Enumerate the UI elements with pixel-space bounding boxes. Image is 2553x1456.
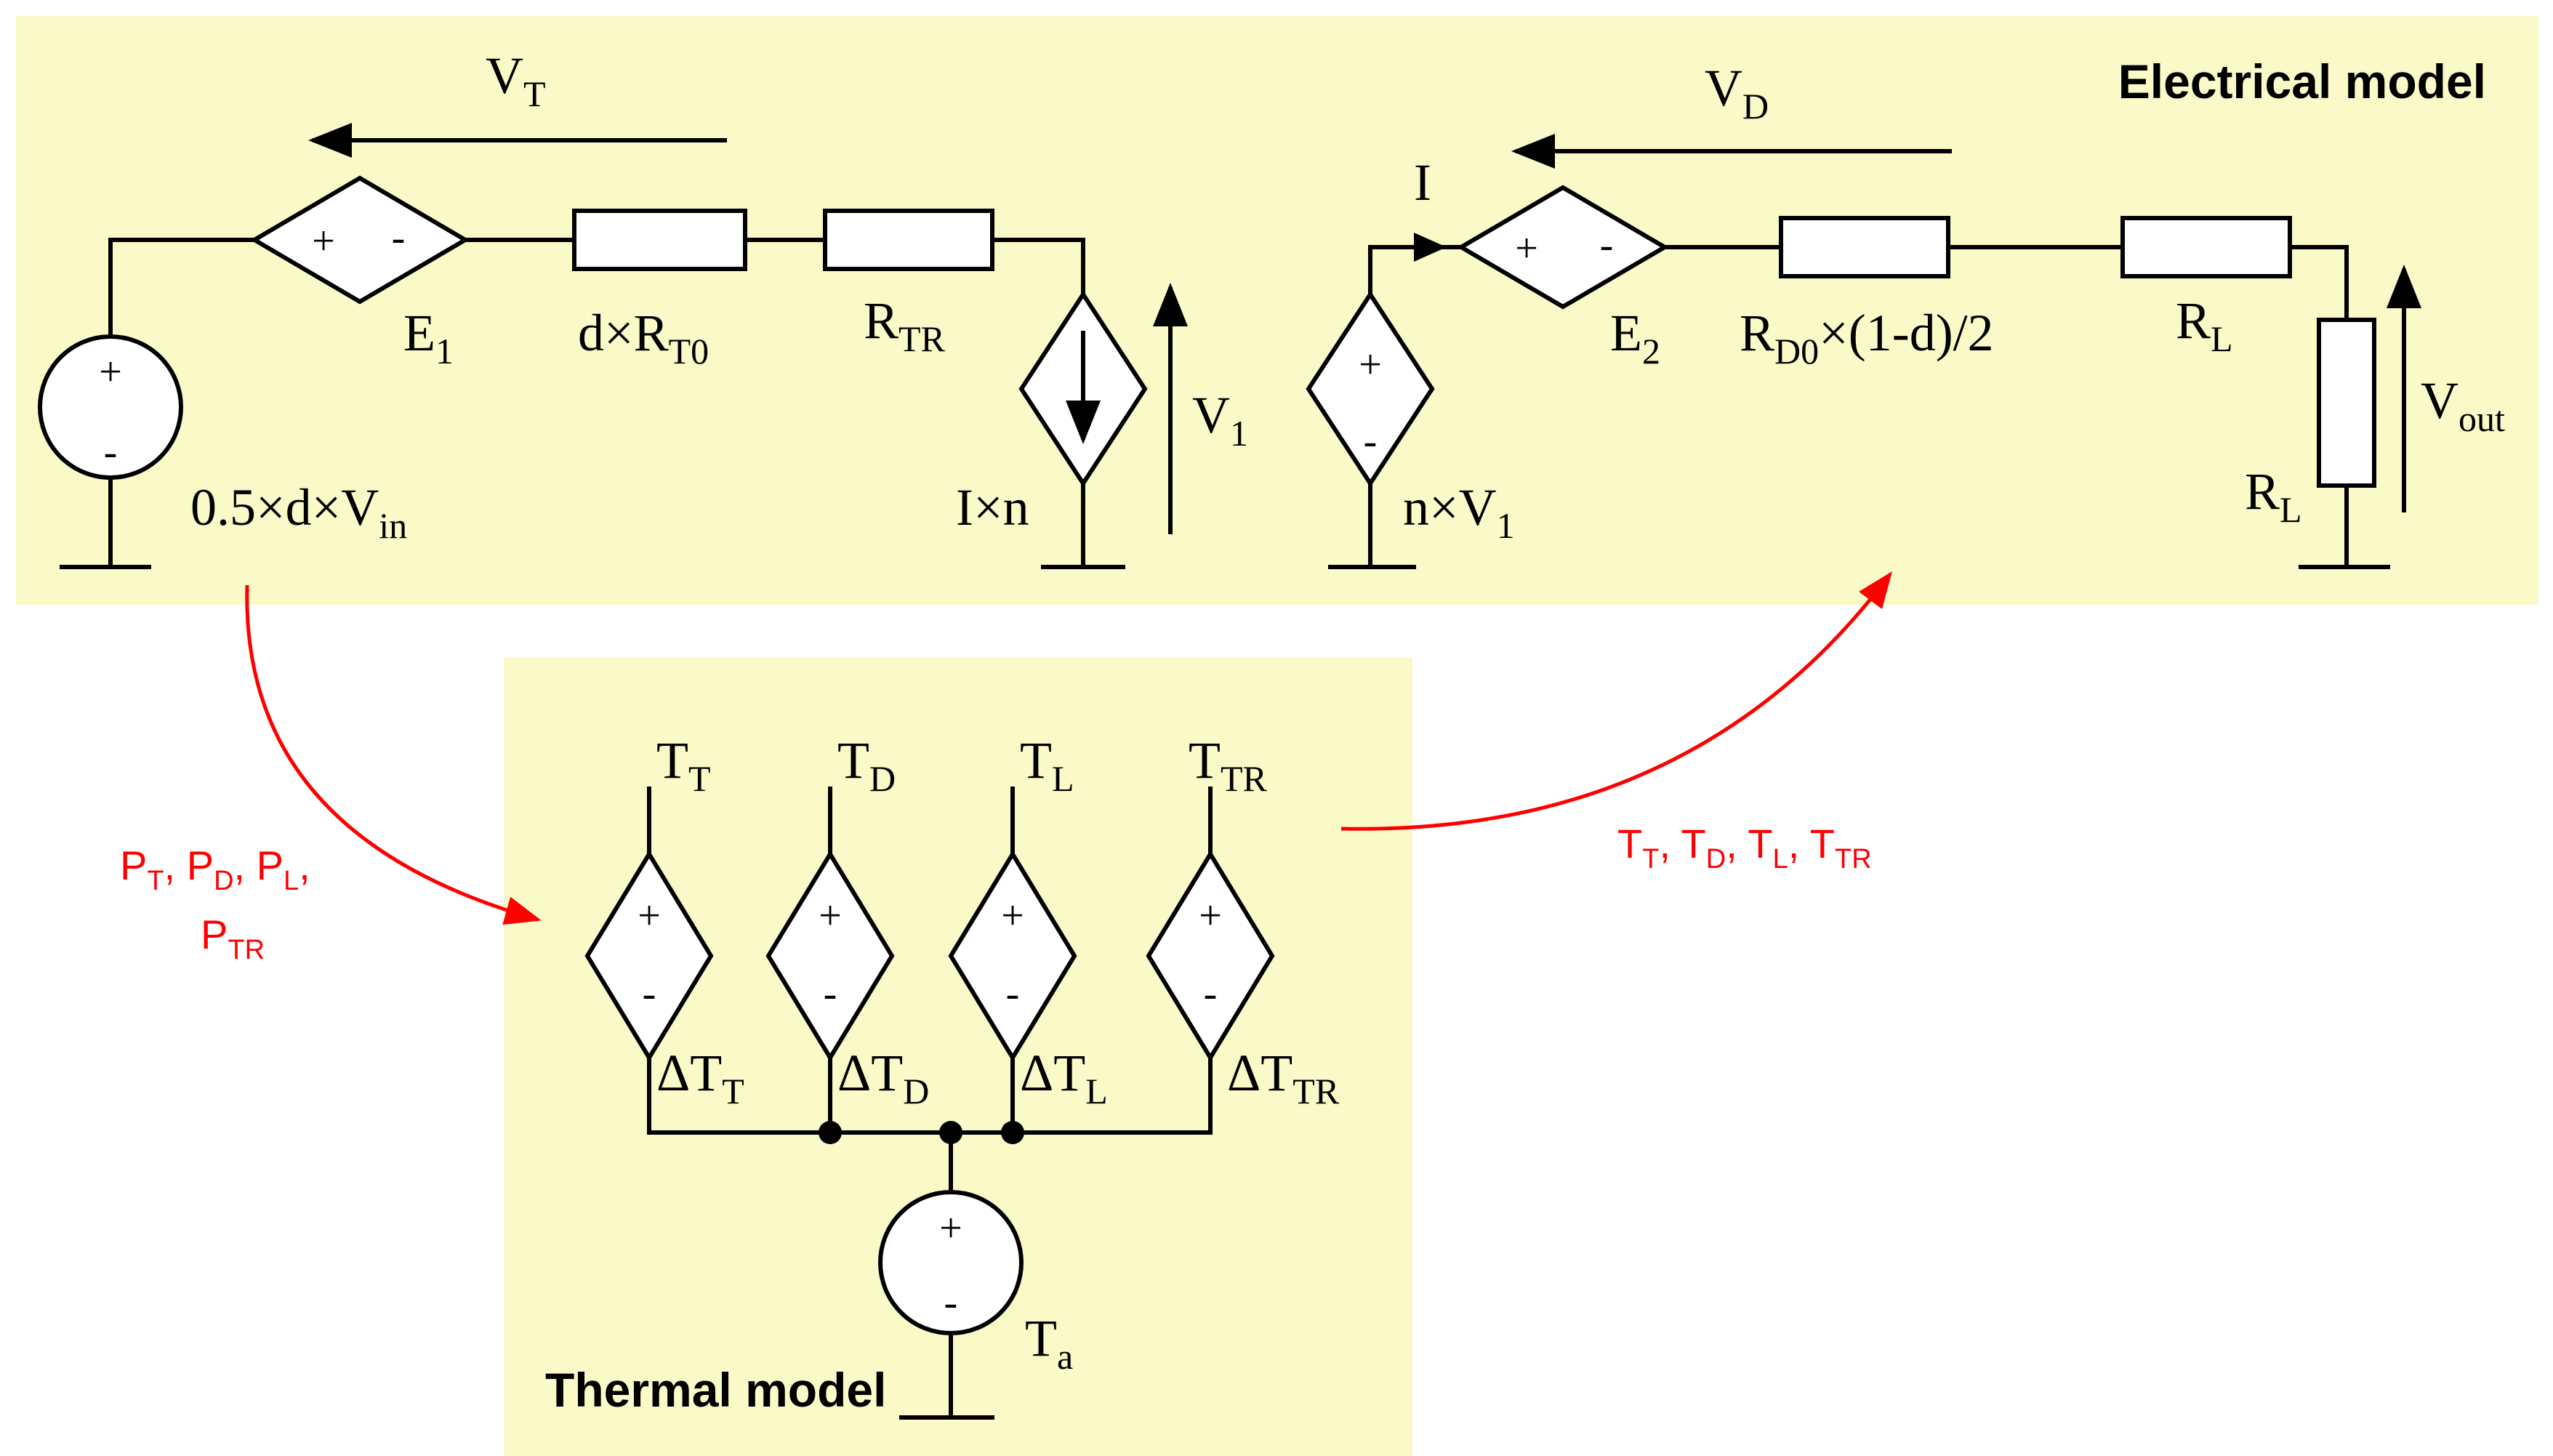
electrical-model-title: Electrical model	[2118, 55, 2486, 108]
i-times-n-label: I×n	[956, 478, 1029, 536]
t-label-4: TTR	[1189, 731, 1268, 799]
resistor-rd0	[1779, 216, 1950, 278]
power-flow-arrow	[245, 584, 542, 925]
thermal-minus-4: -	[1204, 971, 1218, 1016]
nv1-minus-sign: -	[1364, 419, 1378, 464]
rd0-label: RD0×(1-d)/2	[1740, 304, 1994, 371]
current-i-arrowhead	[1414, 233, 1447, 262]
power-labels-line2: PTR	[201, 912, 265, 965]
thermal-plus-4: +	[1199, 893, 1222, 938]
nv1-plus-sign: +	[1359, 342, 1382, 387]
electrical-model-panel	[16, 16, 2538, 605]
resistor-rt0	[572, 209, 747, 271]
rtr-label: RTR	[864, 291, 946, 359]
e2-label: E2	[1610, 304, 1660, 371]
junction-dot-3	[1001, 1121, 1024, 1144]
ambient-plus-sign: +	[939, 1206, 962, 1251]
resistor-rl-series	[2120, 216, 2292, 278]
e1-plus-sign: +	[312, 219, 335, 264]
ambient-minus-sign: -	[944, 1280, 958, 1325]
rl-series-label: RL	[2176, 291, 2233, 359]
t-label-2: TD	[837, 731, 896, 799]
ta-label: Ta	[1025, 1309, 1073, 1377]
thermal-plus-2: +	[819, 893, 842, 938]
thermal-minus-1: -	[643, 971, 656, 1016]
source-plus-sign: +	[99, 350, 122, 395]
dt-label-4: ΔTTR	[1227, 1044, 1340, 1111]
rl-load-label: RL	[2245, 462, 2302, 530]
t-label-1: TT	[656, 731, 711, 799]
e2-minus-sign: -	[1600, 222, 1614, 268]
n-times-v1-label: n×V1	[1403, 478, 1515, 546]
temperature-labels: TT, TD, TL, TTR	[1617, 821, 1872, 874]
wire-rtr-isource	[990, 238, 1085, 297]
vt-label: VT	[486, 47, 546, 114]
thermal-minus-3: -	[1006, 971, 1020, 1016]
vout-label: Vout	[2421, 371, 2505, 439]
e2-plus-sign: +	[1515, 226, 1538, 271]
rt0-label: d×RT0	[578, 304, 709, 371]
t-label-3: TL	[1020, 731, 1074, 799]
vd-label: VD	[1705, 59, 1769, 126]
wire-rl-load	[2288, 245, 2349, 322]
source-minus-sign: -	[104, 430, 118, 475]
resistor-rl-load	[2317, 318, 2376, 488]
dt-label-3: ΔTL	[1020, 1044, 1108, 1111]
thermal-model-title: Thermal model	[545, 1363, 886, 1417]
n-v1-dependent-source	[1306, 290, 1435, 488]
temperature-flow-arrow	[1340, 571, 1893, 831]
thermal-plus-1: +	[638, 893, 661, 938]
e1-label: E1	[403, 304, 454, 371]
dt-label-1: ΔTT	[656, 1044, 744, 1111]
e1-minus-sign: -	[392, 215, 406, 260]
power-labels-line1: PT, PD, PL,	[120, 842, 310, 896]
resistor-rtr	[823, 209, 994, 271]
dt-label-2: ΔTD	[837, 1044, 929, 1111]
thermal-plus-3: +	[1001, 893, 1024, 938]
current-i-label: I	[1414, 153, 1431, 212]
thermal-minus-2: -	[824, 971, 837, 1016]
junction-dot-1	[819, 1121, 842, 1144]
v1-label: V1	[1192, 386, 1248, 454]
source-in-label: 0.5×d×Vin	[190, 478, 407, 546]
